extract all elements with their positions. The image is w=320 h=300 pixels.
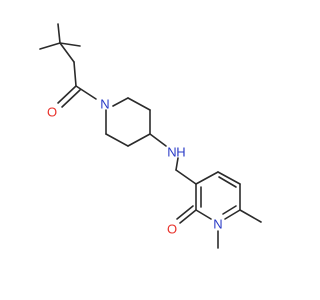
- bond-quaternary-ch2: [59, 42, 75, 63]
- atom-label-amine-hydrogen: H: [176, 145, 185, 160]
- atom-label-amine-nitrogen: N: [167, 145, 176, 160]
- bond-c2-o-2: [176, 205, 194, 220]
- pyridone-ring: [176, 171, 262, 249]
- atom-label-pyridone-oxygen: O: [167, 222, 177, 237]
- bond-pip-c2-c3: [105, 133, 129, 147]
- bond-methyl-left: [39, 42, 61, 50]
- bond-nh-ch2: [175, 157, 179, 171]
- atom-label-pyridone-nitrogen: N: [213, 217, 222, 232]
- tert-butyl-group: [39, 23, 81, 63]
- atom-label-piperidine-nitrogen: N: [100, 97, 109, 112]
- bond-c6-n1-ring-double: [222, 205, 237, 215]
- atom-label-acyl-oxygen: O: [47, 105, 57, 120]
- bond-carbonyl-o-2: [61, 89, 81, 108]
- atom-labels: O N N H O N: [47, 97, 223, 237]
- bond-c4-c5-ring-double: [218, 176, 237, 188]
- bond-n1-c2-ring: [195, 209, 212, 220]
- bond-ch2-carbonyl: [73, 61, 77, 87]
- bond-c2-o-1: [179, 209, 197, 224]
- amine-linker: [149, 133, 197, 185]
- piperidine-ring: [105, 97, 151, 147]
- bond-carbonyl-n: [75, 85, 97, 100]
- bond-ch2-pyridone: [175, 169, 197, 185]
- bond-c4-nh: [149, 133, 167, 147]
- bond-c3-c4-ring: [195, 171, 219, 185]
- bond-c6-n1-ring: [224, 209, 241, 220]
- bond-pip-c6-n: [112, 97, 129, 107]
- bond-pip-c3-c4: [127, 133, 151, 147]
- acyl-chain: [57, 61, 97, 108]
- diagram-background: [0, 0, 300, 300]
- bond-c4-c5-ring: [217, 171, 241, 185]
- molecule-structure-diagram: O N N H O N: [0, 0, 300, 300]
- bond-c6-methyl: [239, 209, 262, 223]
- bond-carbonyl-o-1: [57, 85, 77, 104]
- bond-pip-c5-c6: [127, 97, 151, 111]
- bond-methyl-top: [57, 23, 61, 44]
- bond-methyl-right: [59, 42, 81, 47]
